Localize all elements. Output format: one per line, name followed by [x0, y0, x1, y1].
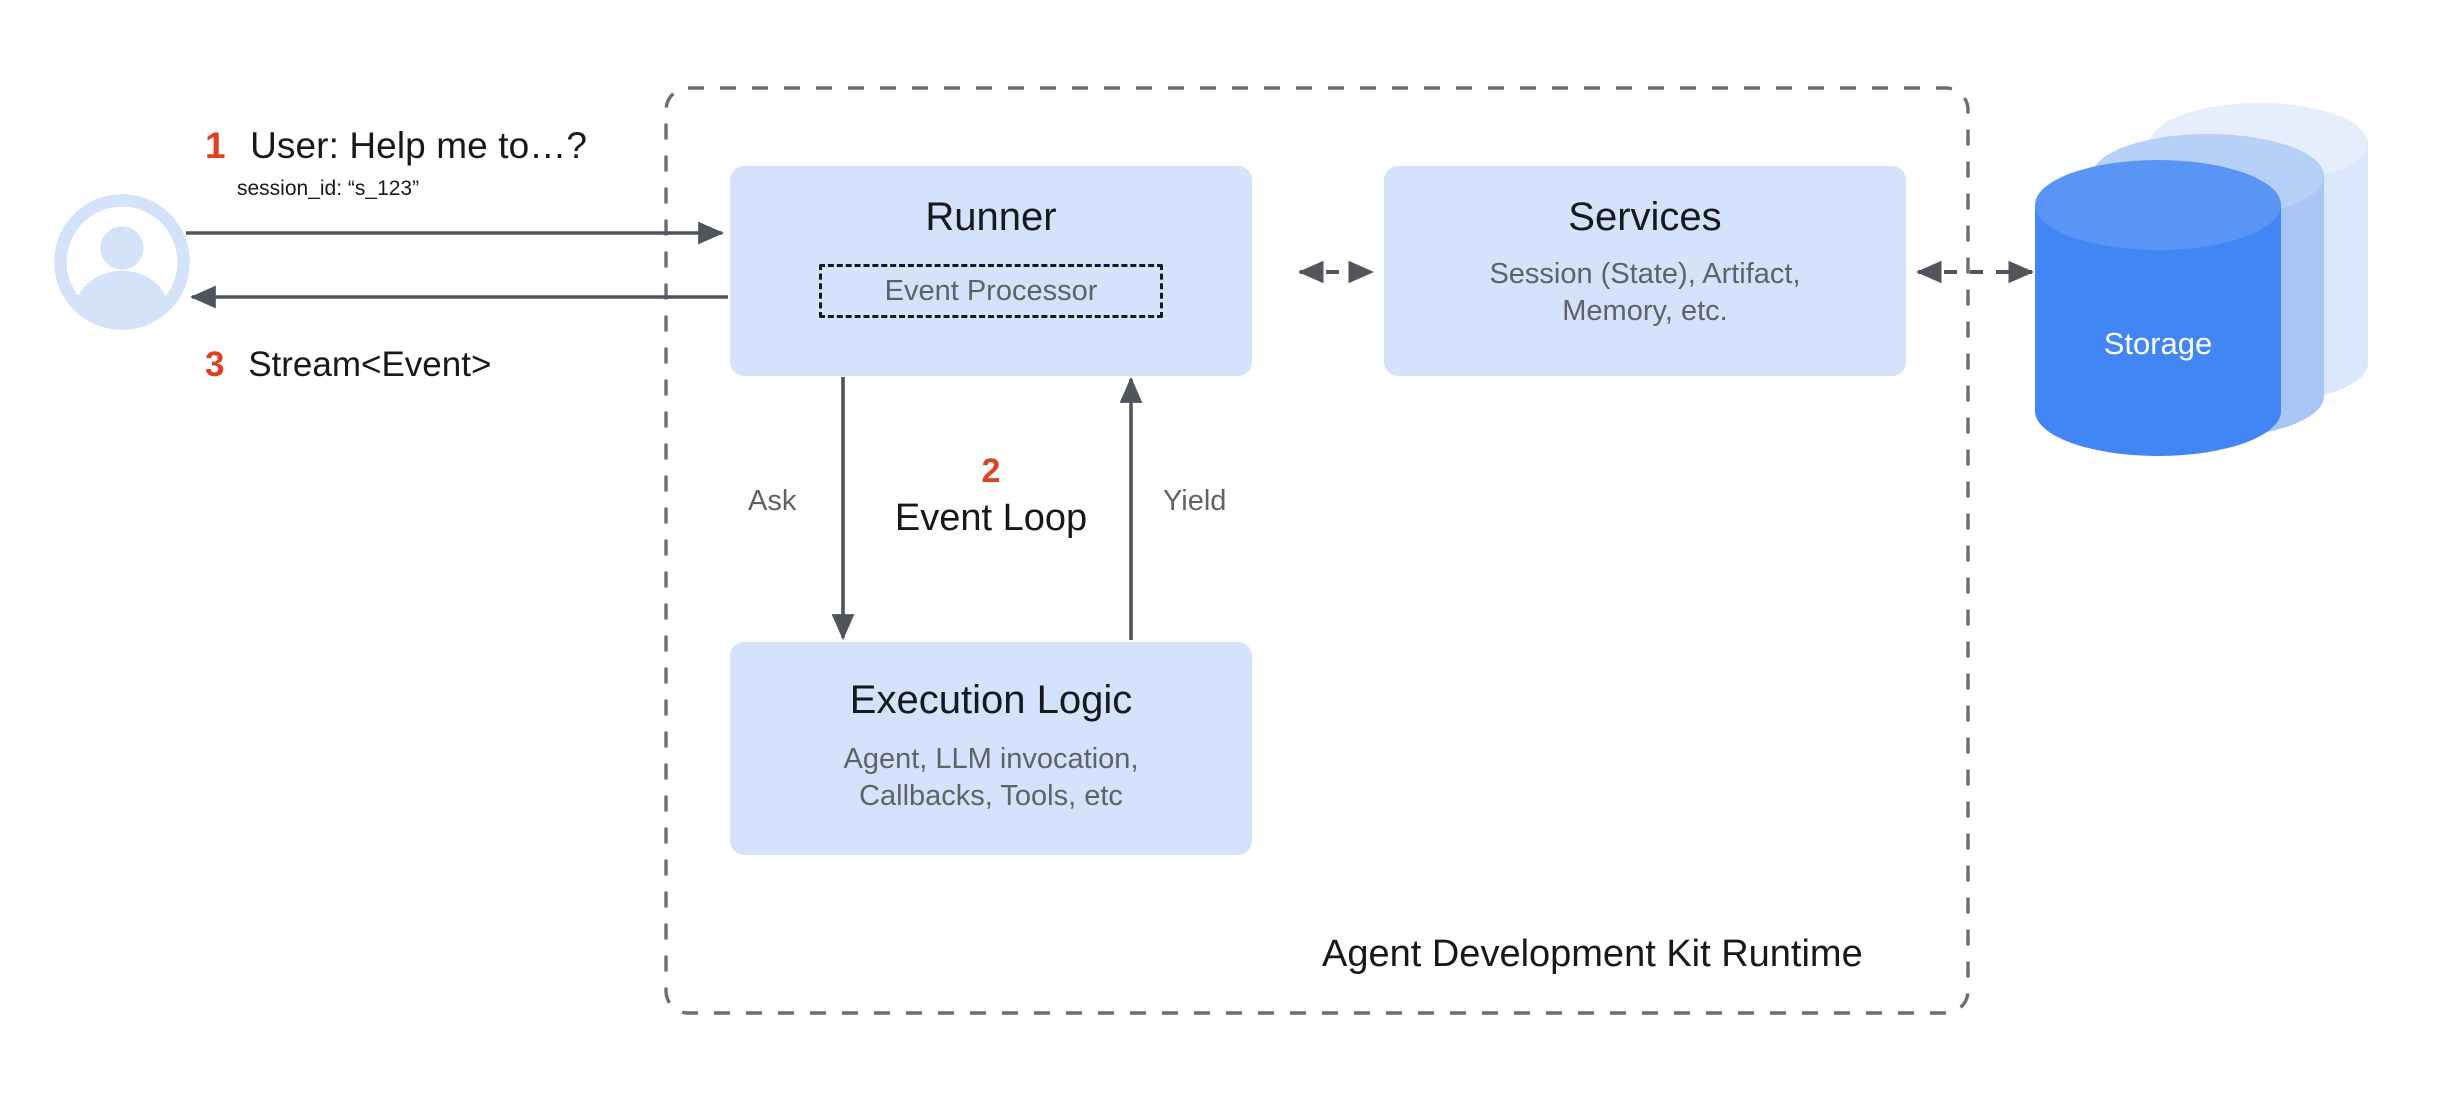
storage-cylinder-middle — [2092, 134, 2324, 438]
user-request-text: User: Help me to…? — [250, 125, 588, 166]
session-id-text: session_id: “s_123” — [237, 177, 420, 200]
execution-logic-title: Execution Logic — [849, 678, 1133, 722]
event-processor-node[interactable]: Event Processor — [819, 264, 1163, 318]
services-node[interactable]: Services Session (State), Artifact, Memo… — [1384, 166, 1906, 376]
runner-title: Runner — [925, 195, 1057, 239]
event-processor-label: Event Processor — [884, 274, 1098, 307]
ask-label: Ask — [748, 485, 797, 517]
user-request-label: 1 User: Help me to…? session_id: “s_123” — [205, 125, 587, 201]
avatar-head — [100, 226, 144, 270]
user-avatar-icon — [52, 192, 192, 332]
execution-logic-node[interactable]: Execution Logic Agent, LLM invocation, C… — [730, 642, 1252, 855]
runtime-label: Agent Development Kit Runtime — [1322, 933, 1863, 975]
services-title: Services — [1568, 195, 1722, 239]
step-number-3: 3 — [205, 345, 225, 384]
user-response-label: 3 Stream<Event> — [205, 345, 491, 385]
runner-node[interactable]: Runner Event Processor — [730, 166, 1252, 376]
storage-cylinder-front — [2035, 160, 2281, 456]
execution-logic-subtitle: Agent, LLM invocation, Callbacks, Tools,… — [843, 743, 1139, 813]
step-number-1: 1 — [205, 125, 226, 166]
storage-label: Storage — [2103, 326, 2213, 361]
step-number-2: 2 — [981, 452, 1001, 490]
event-loop-label: Event Loop — [894, 497, 1088, 539]
stream-event-text: Stream<Event> — [248, 345, 492, 384]
avatar-shoulders — [75, 270, 169, 324]
event-loop-label-group: 2 Event Loop — [831, 452, 1151, 540]
yield-label: Yield — [1163, 485, 1227, 517]
services-subtitle: Session (State), Artifact, Memory, etc. — [1489, 258, 1801, 328]
